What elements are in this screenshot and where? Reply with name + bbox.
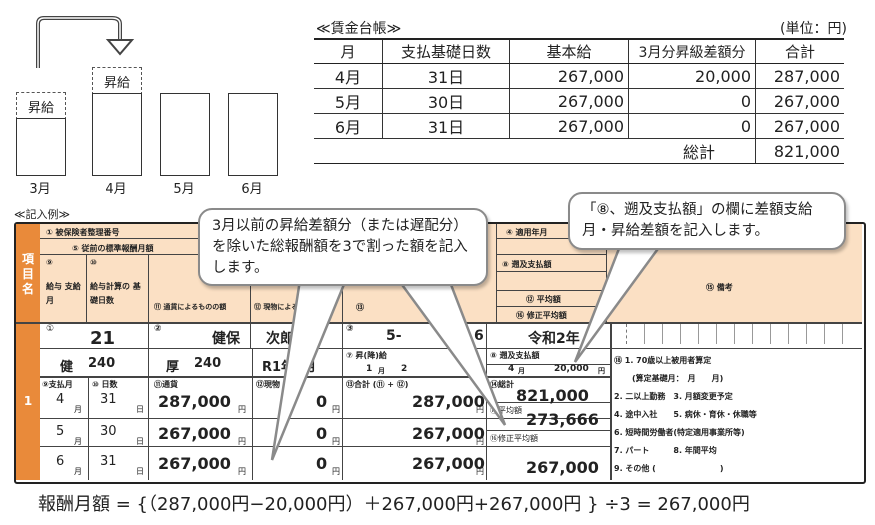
col-currency-label: ⑪通貨 <box>154 380 178 389</box>
avg-header: ⑫ 平均額 <box>526 295 561 304</box>
grand-total-label: 総計 <box>628 138 756 164</box>
header-cell: 3月分昇級差額分 <box>628 38 756 64</box>
std-pension-value: 240 <box>194 356 222 371</box>
retro-label: ⑧ 遡及支払額 <box>490 351 540 360</box>
goods-header: ⑫ 現物によるものの額 <box>254 303 327 311</box>
avg-value: 273,666 <box>526 410 599 429</box>
pay-month-header: 給与 支給月 <box>46 282 81 305</box>
side-row-number: 1 <box>16 322 40 480</box>
month-cell: 6月 <box>314 113 383 139</box>
days-header-num: ⑩ <box>90 258 97 267</box>
header-cell: 月 <box>314 38 383 64</box>
total-cell: 287,000 <box>755 63 844 89</box>
prev-std-header: ⑤ 従前の標準報酬月額 <box>72 244 154 253</box>
retro-header: ⑧ 遡及支払額 <box>502 260 552 269</box>
col-goods-label: ⑫現物 <box>256 380 280 389</box>
month-cell: 4月 <box>314 63 383 89</box>
days-cell: 30日 <box>382 88 510 114</box>
bar-may <box>160 93 210 176</box>
retro-amount: 20,000 <box>554 364 589 374</box>
month-label: 5月 <box>173 182 195 197</box>
remarks-list: ⑱ 1. 70歳以上被用者算定 (算定基礎月： 月 月) 2. 二以上勤務 3.… <box>614 356 757 473</box>
side-header: 項目名 <box>16 224 40 322</box>
callout-left: 3月以前の昇給差額分（または遅配分）を除いた総報酬額を3で割った額を記入します。 <box>198 208 488 286</box>
days-cell: 31日 <box>382 63 510 89</box>
std-pension-label: 厚 <box>166 360 180 375</box>
table-row: 4月 31日 267,000 20,000 287,000 <box>314 63 844 89</box>
month-label: 3月 <box>29 182 51 197</box>
col-avg-label: ⑮平均額 <box>490 406 522 415</box>
table-header-row: 月 支払基礎日数 基本給 3月分昇級差額分 合計 <box>314 38 844 64</box>
bar-march <box>16 118 66 176</box>
days-cell: 31日 <box>382 113 510 139</box>
col-month-label: ⑨支払月 <box>42 380 73 389</box>
raise-label: ⑦ 昇(降)給 <box>346 351 387 360</box>
col-days-label: ⑩ 日数 <box>92 380 118 389</box>
days-header: 給与計算の 基礎日数 <box>90 282 141 305</box>
std-health-value: 240 <box>88 356 116 371</box>
insured-no-value: 21 <box>90 328 116 349</box>
callout-right: 「⑧、遡及支払額」の欄に差額支給月・昇給差額を記入します。 <box>568 192 846 250</box>
base-pay-cell: 267,000 <box>509 63 629 89</box>
apply-value: 令和2年 <box>528 331 580 347</box>
table-row: 5月 30日 267,000 0 267,000 <box>314 88 844 114</box>
std-health-label: 健 <box>60 360 74 375</box>
table-row: 6月 31日 267,000 0 267,000 <box>314 113 844 139</box>
example-label: ≪記入例≫ <box>14 208 71 221</box>
currency-header: ⑪ 通貨によるものの額 <box>154 303 227 311</box>
ledger-title: ≪賃金台帳≫ <box>316 21 402 37</box>
base-pay-cell: 267,000 <box>509 88 629 114</box>
diff-cell: 20,000 <box>628 63 756 89</box>
formula-text: 報酬月額 = {（287,000円−20,000円）＋267,000円+267,… <box>38 494 750 515</box>
total-header: ⑬ <box>356 303 364 312</box>
mod-avg-value: 267,000 <box>526 458 599 477</box>
insured-name: 次郎 <box>266 331 294 347</box>
wage-ledger-table: 月 支払基礎日数 基本給 3月分昇級差額分 合計 4月 31日 267,000 … <box>314 38 844 164</box>
month-label: 4月 <box>105 182 127 197</box>
grand-total-value: 821,000 <box>755 138 844 164</box>
diff-cell: 0 <box>628 113 756 139</box>
raise-label-march: 昇給 <box>16 92 66 120</box>
pay-month-header-num: ⑨ <box>46 258 53 267</box>
insured-no-header: ① 被保険者整理番号 <box>46 228 120 237</box>
sum-value: 821,000 <box>516 386 589 405</box>
birth-value: 5- <box>386 328 402 344</box>
remarks-header: ⑮ 備考 <box>706 283 733 292</box>
grand-total-row: 総計 821,000 <box>314 138 844 164</box>
header-cell: 合計 <box>755 38 844 64</box>
name-prefix: 健保 <box>212 331 240 347</box>
birth-tail: 6 <box>474 328 484 344</box>
col-sum-label: ⑭総計 <box>490 380 514 389</box>
ledger-unit: (単位：円) <box>780 21 847 37</box>
diff-cell: 0 <box>628 88 756 114</box>
base-pay-cell: 267,000 <box>509 113 629 139</box>
header-cell: 基本給 <box>509 38 629 64</box>
apply-month-header: ④ 適用年月 <box>506 228 548 237</box>
bar-april <box>92 93 142 176</box>
month-label: 6月 <box>241 182 263 197</box>
month-cell: 5月 <box>314 88 383 114</box>
arrow-icon <box>36 16 135 68</box>
bar-june <box>228 93 278 176</box>
col-total-label: ⑬合計 (⑪ + ⑫) <box>346 380 409 389</box>
mod-avg-header: ⑯ 修正平均額 <box>516 311 567 320</box>
total-cell: 267,000 <box>755 88 844 114</box>
col-mod-avg-label: ⑯修正平均額 <box>490 434 538 443</box>
total-cell: 267,000 <box>755 113 844 139</box>
header-cell: 支払基礎日数 <box>382 38 510 64</box>
